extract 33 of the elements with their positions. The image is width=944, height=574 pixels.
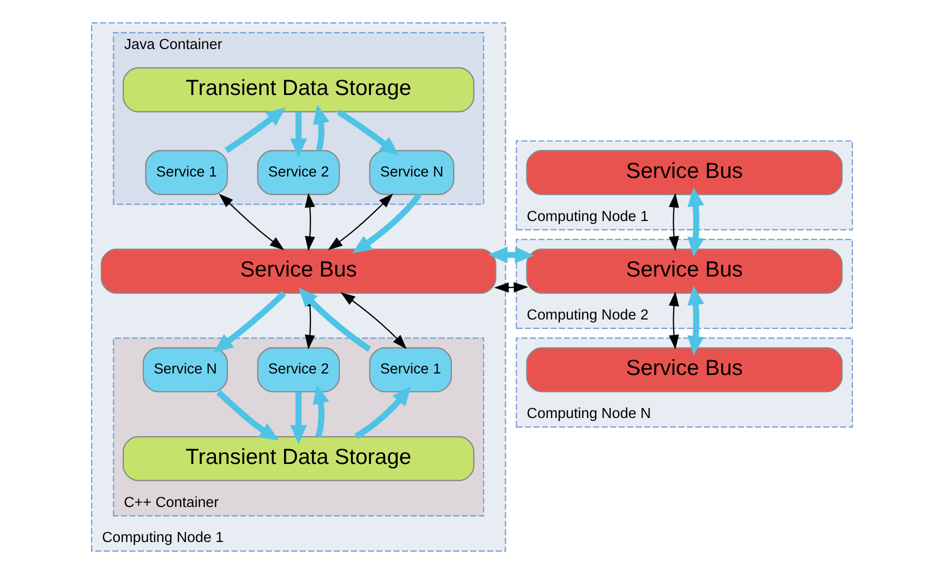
arrow <box>336 109 399 156</box>
arrow <box>488 246 534 264</box>
node-box: Service Bus <box>526 248 843 294</box>
arrow <box>354 386 411 440</box>
node-box: Service 1 <box>145 150 228 196</box>
node-box: Service Bus <box>526 347 843 392</box>
arrow <box>214 291 286 352</box>
node-box: Service N <box>142 347 228 392</box>
arrow <box>218 194 284 250</box>
node-box: Service Bus <box>100 248 496 294</box>
arrow <box>216 390 279 440</box>
arrow <box>668 192 679 251</box>
arrow <box>340 292 407 350</box>
node-box: Transient Data Storage <box>122 67 474 112</box>
arrow <box>313 104 330 151</box>
node-box: Transient Data Storage <box>122 436 474 482</box>
arrow <box>290 112 307 158</box>
node-box: Service Bus <box>526 150 843 196</box>
arrow <box>328 194 394 250</box>
node-box: Service N <box>369 150 454 196</box>
arrow <box>352 193 422 254</box>
arrow <box>687 286 704 356</box>
arrow <box>687 187 704 257</box>
arrow <box>298 288 372 352</box>
arrow <box>312 384 330 438</box>
arrow <box>494 282 528 293</box>
node-box: Service 2 <box>257 347 340 392</box>
arrow <box>290 392 307 444</box>
node-box: Service 2 <box>257 150 340 196</box>
arrow <box>304 192 316 251</box>
node-box: Service 1 <box>369 347 452 392</box>
arrow <box>668 291 679 350</box>
arrow <box>224 107 286 153</box>
